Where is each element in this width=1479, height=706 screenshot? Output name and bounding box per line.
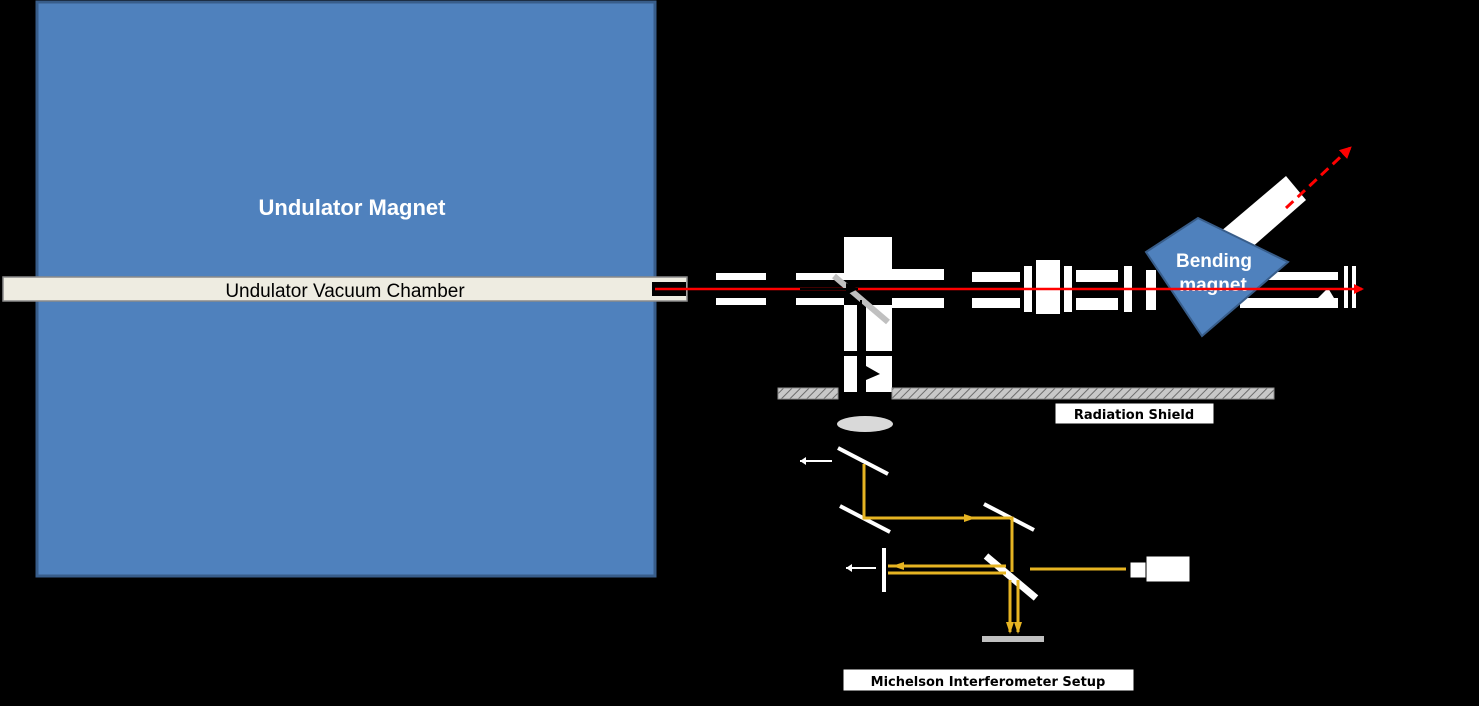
detector-window [1129, 561, 1147, 579]
pipe-segment-2 [796, 273, 844, 280]
fixed-mirror-arrowhead [846, 564, 852, 572]
optical-paths [862, 464, 1126, 632]
radiation-shield-left [777, 387, 839, 400]
exit-pipe [1220, 176, 1306, 256]
pipe-segment-1 [716, 273, 766, 280]
pipe-segment-3 [972, 272, 1020, 282]
undulator-magnet-label: Undulator Magnet [259, 195, 447, 220]
optical-arrowhead-4 [1014, 622, 1022, 634]
end-flange-2 [1352, 266, 1356, 308]
window-block-right [866, 356, 892, 392]
interferometer-label-box [842, 668, 1135, 692]
cross-chamber-left-leg [844, 305, 857, 351]
detector-body [1145, 555, 1191, 583]
michelson-interferometer [800, 446, 1191, 642]
bending-magnet-label-2: magnet [1179, 275, 1247, 296]
bending-magnet-label-1: Bending [1176, 251, 1252, 272]
extraction-mirror [832, 273, 890, 325]
pipe-segment-4b [1076, 298, 1118, 310]
cross-chamber-right [892, 269, 944, 280]
pipe-segment-3b [972, 298, 1020, 308]
extracted-light-arrowhead [846, 283, 858, 295]
cross-chamber-right-b [892, 298, 944, 308]
flange-2 [1036, 260, 1060, 314]
electron-beam [655, 146, 1364, 294]
mirror-1-arrowhead [800, 457, 806, 465]
beam-bent [1284, 146, 1352, 210]
beam-splitter [983, 553, 1039, 601]
bending-magnet [1144, 216, 1290, 338]
movable-mirror [982, 636, 1044, 642]
vacuum-chamber-label: Undulator Vacuum Chamber [225, 281, 465, 302]
end-flange-1 [1344, 266, 1348, 308]
mirror-1 [837, 446, 889, 476]
optical-arrowhead-1 [964, 514, 976, 522]
undulator-vacuum-chamber [2, 276, 688, 302]
window-block-left [844, 356, 857, 392]
beamline-components [716, 176, 1356, 392]
pipe-segment-6 [1240, 272, 1338, 280]
pipe-step [1318, 288, 1334, 298]
pipe-segment-4 [1076, 270, 1118, 282]
optical-arrowhead-2 [892, 562, 904, 570]
interferometer-label: Michelson Interferometer Setup [871, 675, 1106, 690]
optical-arrowhead-3 [1006, 622, 1014, 634]
pipe-segment-2b [796, 298, 844, 305]
cross-chamber-top [844, 237, 892, 280]
focusing-lens [837, 416, 893, 432]
radiation-shield-label-box [1054, 402, 1215, 425]
pipe-segment-1b [716, 298, 766, 305]
radiation-shield-label: Radiation Shield [1074, 408, 1194, 423]
radiation-shield-right [891, 387, 1275, 400]
pipe-segment-6b [1240, 298, 1338, 308]
